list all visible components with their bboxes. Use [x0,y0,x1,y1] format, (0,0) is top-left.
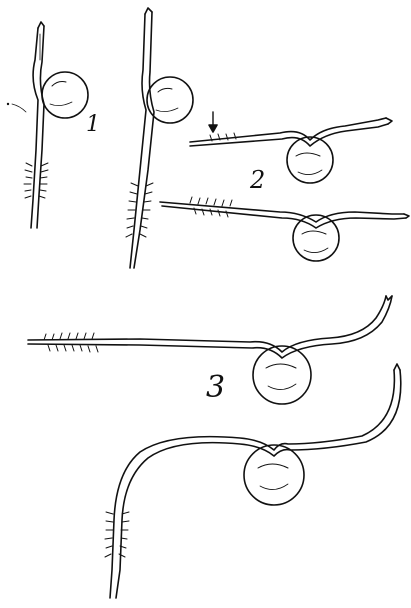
seedling-stage1-left [7,22,88,228]
stage-label-1: 1 [86,112,100,137]
shoot [31,28,38,228]
seedling-stage2-upper [190,112,392,183]
seed-icon [42,72,88,118]
seedling-stage1-right [126,8,193,268]
shoot [130,14,146,268]
seedling-stage2-lower [160,197,409,261]
root-hairs [105,512,129,557]
stage-label-2: 2 [250,166,265,194]
root-hairs [44,333,98,352]
stage-label-3: 3 [206,370,225,405]
seed-icon [244,445,304,505]
seedling-stage3-lower [105,364,401,598]
shoot [110,370,394,598]
root-hairs [24,163,48,198]
seed-icon [287,137,333,183]
seed-icon [253,346,311,404]
